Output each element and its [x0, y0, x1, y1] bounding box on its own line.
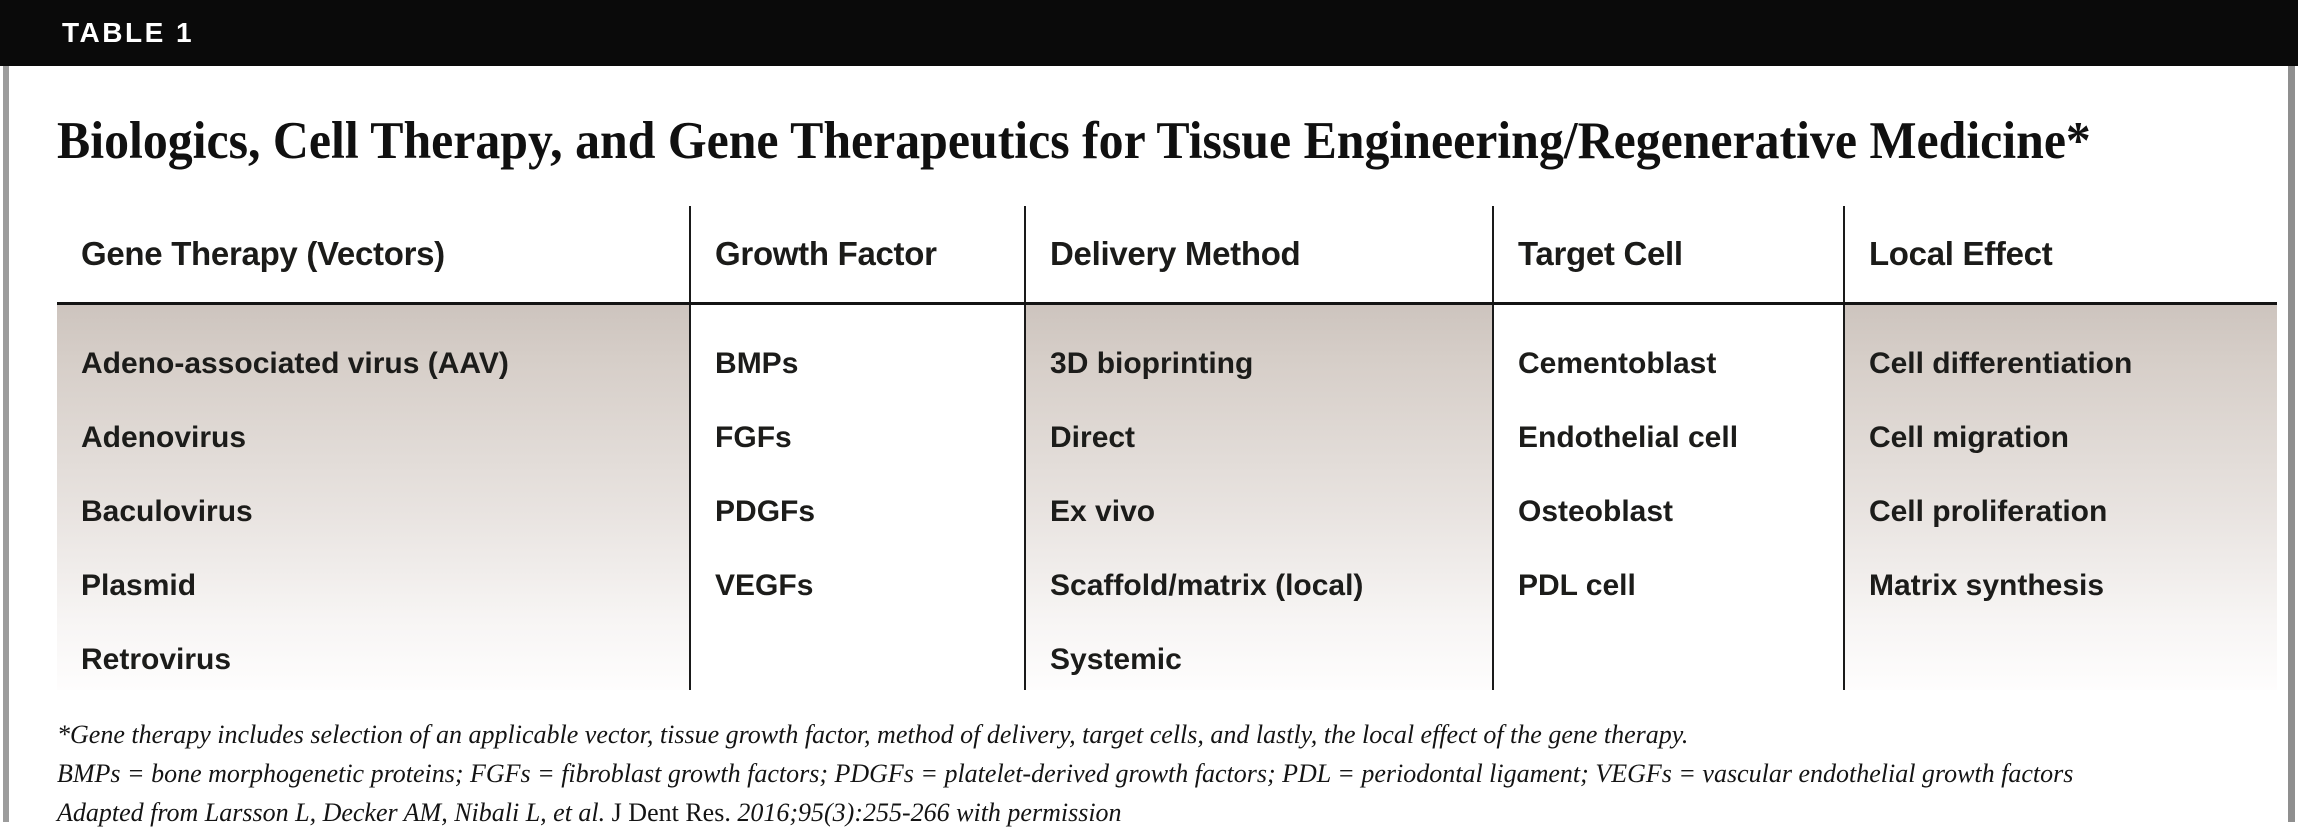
table-cell: PDL cell [1517, 569, 1636, 602]
table-cell: Cell proliferation [1868, 495, 2108, 528]
footnote-attribution: Adapted from Larsson L, Decker AM, Nibal… [57, 793, 2282, 832]
column-header-delivery-method: Delivery Method [1024, 206, 1492, 302]
footnote-gene-therapy: *Gene therapy includes selection of an a… [57, 720, 1689, 749]
frame-border-right [2288, 66, 2295, 822]
table-cell: Baculovirus [81, 495, 253, 528]
column-header-local-effect: Local Effect [1842, 206, 2277, 302]
table-cell: Cell differentiation [1868, 347, 2133, 380]
header-divider-rule [57, 302, 2277, 305]
column-header-growth-factor: Growth Factor [689, 206, 1024, 302]
table-cell: 3D bioprinting [1050, 347, 1254, 380]
table-cell: Retrovirus [81, 643, 232, 676]
table-cell: BMPs [715, 347, 799, 380]
table-header-row: Gene Therapy (Vectors) Growth Factor Del… [57, 206, 2277, 302]
table-title: Biologics, Cell Therapy, and Gene Therap… [57, 112, 2091, 170]
table-cell: Endothelial cell [1517, 421, 1739, 454]
table-cell: Adeno-associated virus (AAV) [81, 347, 509, 380]
table-cell: Cementoblast [1517, 347, 1717, 380]
table-cell: PDGFs [715, 495, 816, 528]
column-header-target-cell: Target Cell [1491, 206, 1843, 302]
table-cell: Cell migration [1868, 421, 2069, 454]
table-cell: Plasmid [81, 569, 197, 602]
table-tag-label: TABLE 1 [62, 17, 195, 48]
footnote-attribution-journal: J Dent Res. [611, 798, 738, 827]
table-tag-bar: TABLE 1 [0, 0, 2298, 66]
table-cell: Systemic [1050, 643, 1182, 676]
column-header-gene-therapy: Gene Therapy (Vectors) [81, 235, 445, 272]
table-cell: Adenovirus [81, 421, 247, 454]
table-cell: Ex vivo [1050, 495, 1156, 528]
table-cell: FGFs [715, 421, 792, 454]
frame-border-left [3, 66, 9, 822]
table-cell: Osteoblast [1517, 495, 1674, 528]
footnote-attribution-suffix: 2016;95(3):255-266 with permission [737, 798, 1122, 827]
table-cell: Matrix synthesis [1868, 569, 2105, 602]
footnote-abbreviations: BMPs = bone morphogenetic proteins; FGFs… [57, 759, 2074, 788]
table-cell: Scaffold/matrix (local) [1050, 569, 1364, 602]
footnotes: *Gene therapy includes selection of an a… [57, 715, 2282, 832]
table-cell: Direct [1050, 421, 1136, 454]
table-cell: VEGFs [715, 569, 814, 602]
footnote-attribution-prefix: Adapted from Larsson L, Decker AM, Nibal… [57, 798, 612, 827]
